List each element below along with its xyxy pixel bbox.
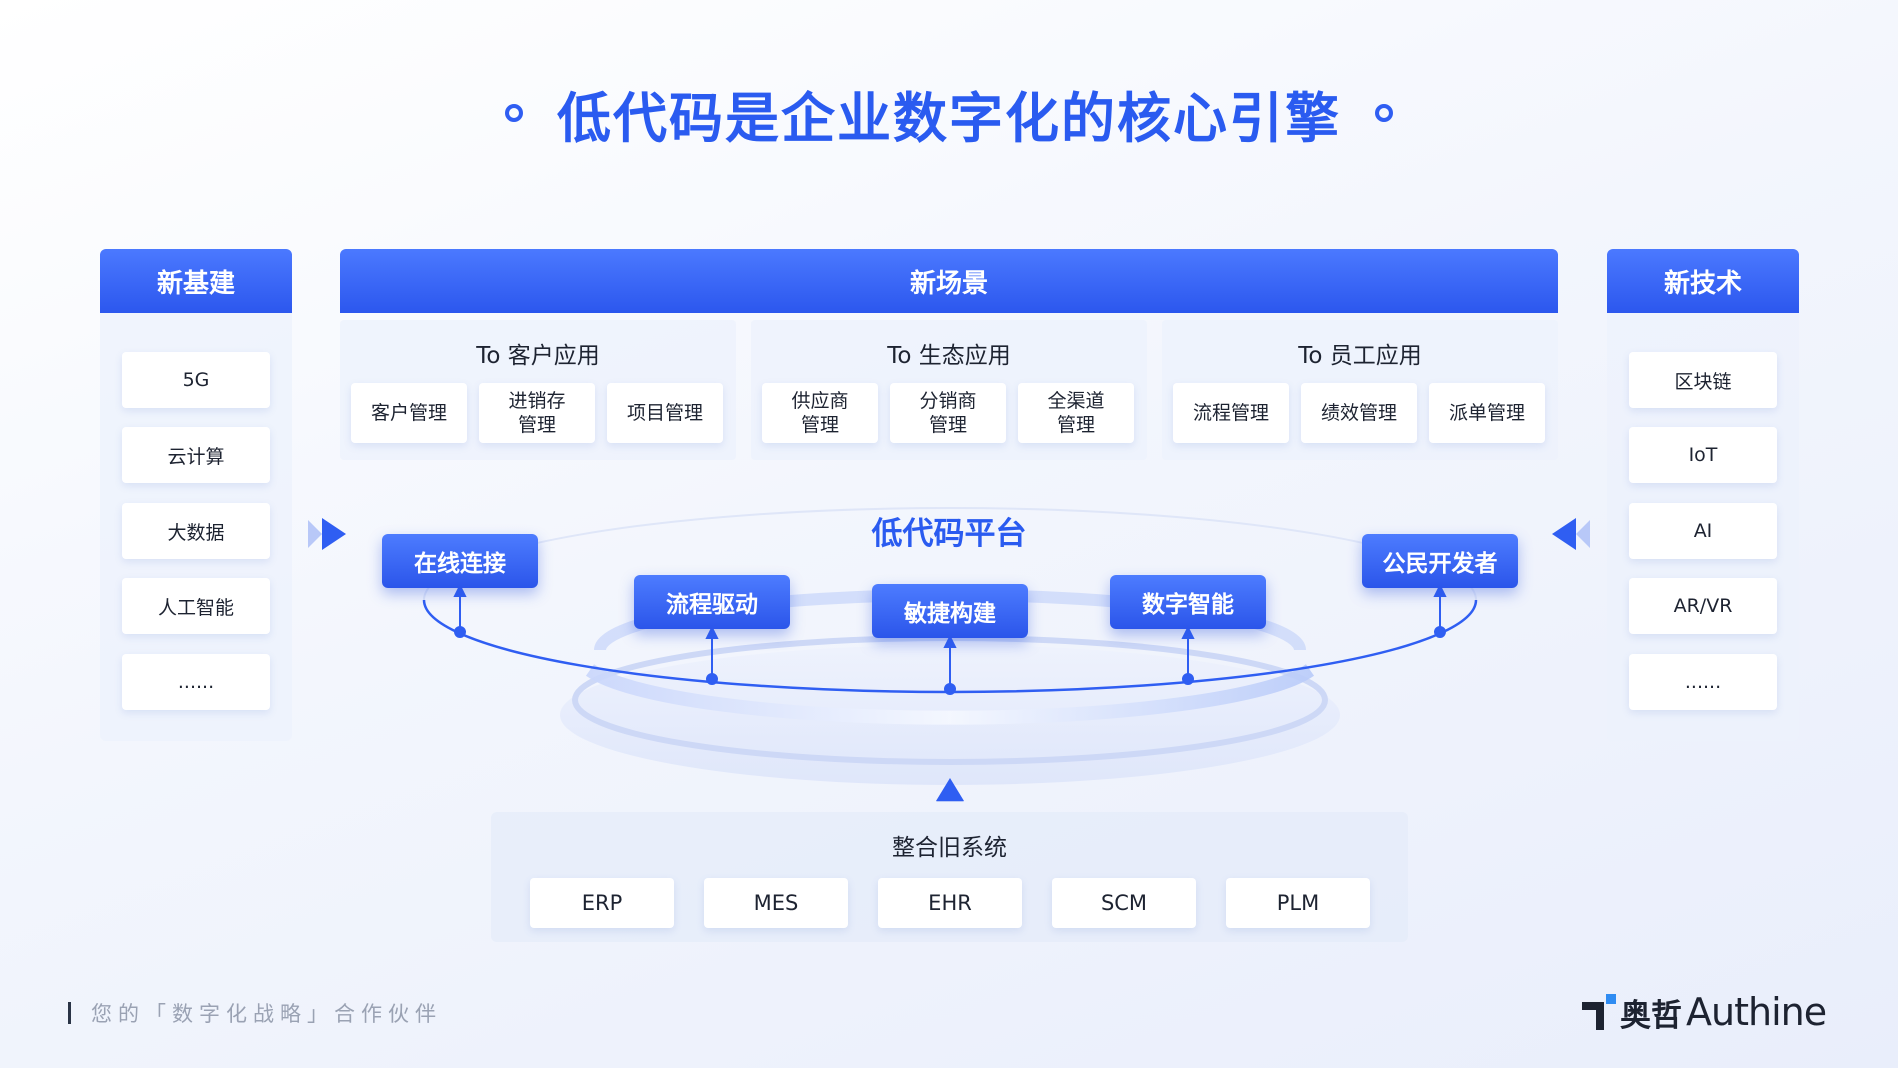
platform-title: 低代码平台	[871, 516, 1027, 552]
capability-agile-build: 敏捷构建	[872, 584, 1028, 638]
scenario-card: 全渠道 管理	[1018, 383, 1134, 443]
scenario-card: 项目管理	[607, 383, 723, 443]
divider-bar	[68, 1002, 71, 1024]
technology-item: AR/VR	[1629, 578, 1777, 634]
legacy-system: ERP	[530, 878, 674, 928]
capability-process-driven: 流程驱动	[634, 575, 790, 629]
capability-online-connect: 在线连接	[382, 534, 538, 588]
scenario-card: 流程管理	[1173, 383, 1289, 443]
footer-tagline: 您的「数字化战略」合作伙伴	[91, 1002, 442, 1026]
footer-tagline-row: 您的「数字化战略」合作伙伴	[68, 998, 442, 1028]
capability-citizen-developer: 公民开发者	[1362, 534, 1518, 588]
right-arrow-icon	[308, 518, 346, 550]
left-arrow-icon	[1552, 518, 1590, 550]
up-arrow-icon	[936, 778, 964, 802]
scenario-group-title: To 客户应用	[476, 343, 600, 369]
scenario-group-title: To 员工应用	[1298, 343, 1422, 369]
scenario-card: 供应商 管理	[762, 383, 878, 443]
brand-logo: 奥哲 Authine	[1582, 990, 1827, 1034]
bullet-ring-icon	[505, 104, 523, 122]
page-title-row: 低代码是企业数字化的核心引擎	[0, 78, 1898, 150]
legacy-title: 整合旧系统	[892, 835, 1007, 861]
bullet-ring-icon	[1375, 104, 1393, 122]
technology-item: AI	[1629, 503, 1777, 559]
scenario-card: 派单管理	[1429, 383, 1545, 443]
page-title: 低代码是企业数字化的核心引擎	[557, 86, 1341, 150]
infrastructure-item: 5G	[122, 352, 270, 408]
infrastructure-item: 云计算	[122, 427, 270, 483]
legacy-system: EHR	[878, 878, 1022, 928]
scenarios-header: 新场景	[340, 249, 1558, 313]
legacy-system: MES	[704, 878, 848, 928]
scenario-card: 客户管理	[351, 383, 467, 443]
technology-item: IoT	[1629, 427, 1777, 483]
capability-digital-intelligence: 数字智能	[1110, 575, 1266, 629]
brand-name-en: Authine	[1686, 990, 1827, 1034]
technology-item: ......	[1629, 654, 1777, 710]
scenario-card: 分销商 管理	[890, 383, 1006, 443]
technology-item: 区块链	[1629, 352, 1777, 408]
legacy-system: SCM	[1052, 878, 1196, 928]
technology-header: 新技术	[1607, 249, 1799, 313]
brand-name-cn: 奥哲	[1620, 997, 1682, 1034]
brand-mark-icon	[1582, 994, 1616, 1030]
legacy-system: PLM	[1226, 878, 1370, 928]
scenario-group-title: To 生态应用	[887, 343, 1011, 369]
scenario-card: 绩效管理	[1301, 383, 1417, 443]
infrastructure-item: ......	[122, 654, 270, 710]
infrastructure-item: 人工智能	[122, 578, 270, 634]
infrastructure-item: 大数据	[122, 503, 270, 559]
infrastructure-header: 新基建	[100, 249, 292, 313]
scenario-card: 进销存 管理	[479, 383, 595, 443]
